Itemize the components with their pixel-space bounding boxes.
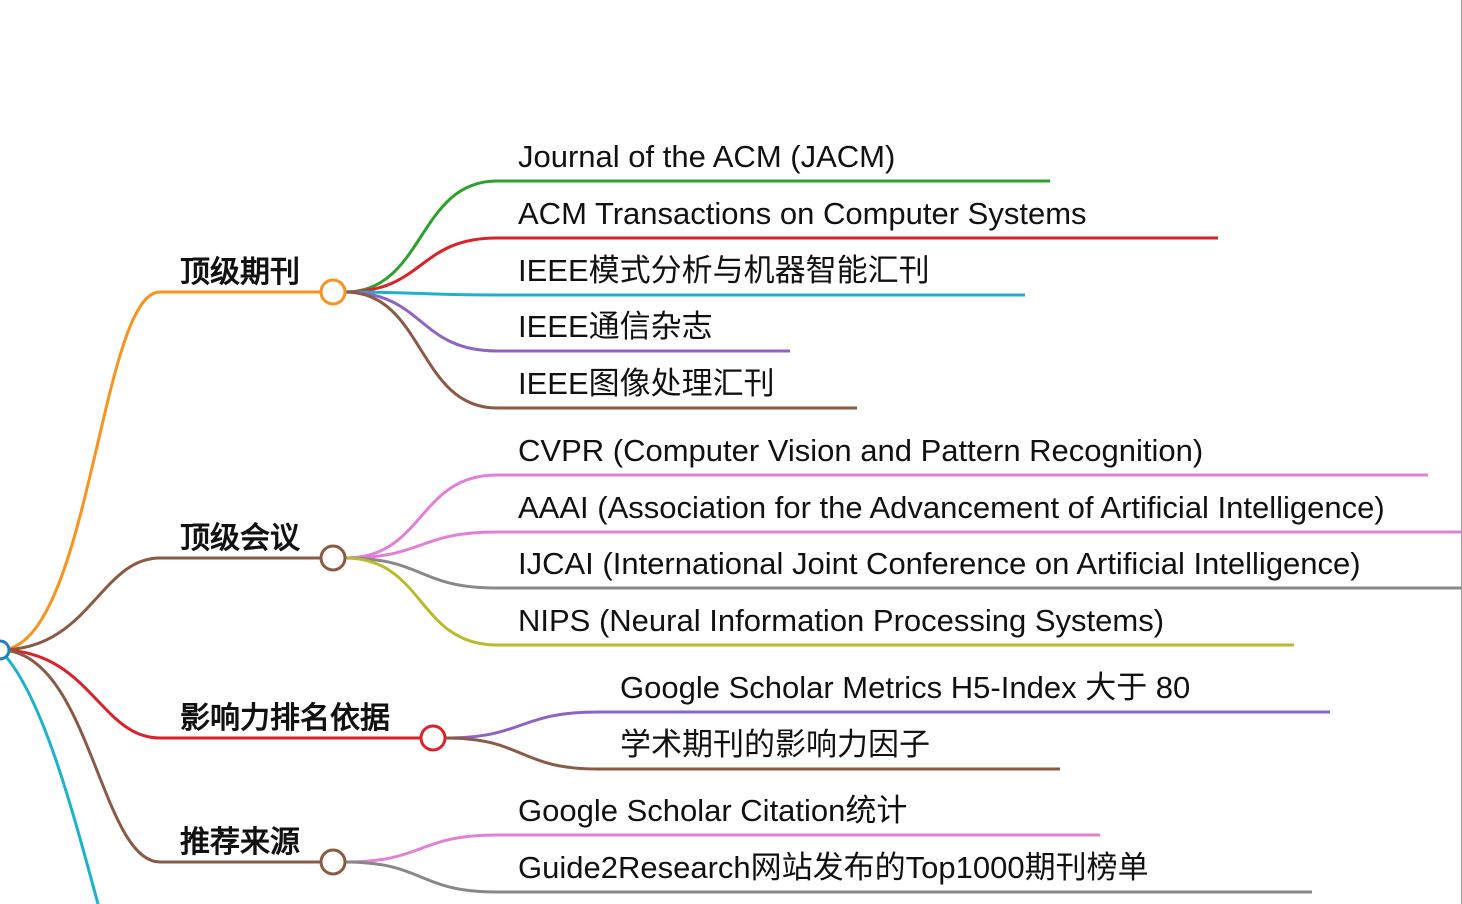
leaf-label[interactable]: NIPS (Neural Information Processing Syst… [518, 603, 1164, 638]
leaf-edge [344, 473, 1428, 560]
branch-label[interactable]: 影响力排名依据 [180, 701, 390, 736]
leaf-label[interactable]: Journal of the ACM (JACM) [518, 139, 895, 174]
leaf-edge [344, 556, 1462, 590]
branch-label[interactable]: 顶级会议 [180, 521, 301, 556]
branch-edge [0, 648, 321, 864]
root-node-circle[interactable] [0, 639, 11, 661]
leaf-label[interactable]: IEEE模式分析与机器智能汇刊 [518, 253, 930, 288]
leaf-edge [344, 290, 790, 353]
branch-label[interactable]: 顶级期刊 [180, 255, 300, 290]
leaf-label[interactable]: IJCAI (International Joint Conference on… [518, 546, 1361, 581]
leaf-edge [344, 860, 1312, 894]
leaf-edge [344, 556, 1294, 647]
leaf-label[interactable]: Google Scholar Metrics H5-Index 大于 80 [620, 670, 1190, 705]
leaf-edge [344, 290, 1025, 297]
leaf-label[interactable]: Guide2Research网站发布的Top1000期刊榜单 [518, 850, 1149, 885]
leaf-edge [344, 179, 1050, 294]
branch-edge [0, 648, 421, 740]
leaf-label[interactable]: IEEE通信杂志 [518, 309, 713, 344]
leaf-edge [444, 710, 1330, 740]
leaf-edge [344, 530, 1462, 560]
leaf-label[interactable]: IEEE图像处理汇刊 [518, 366, 775, 401]
leaf-label[interactable]: Google Scholar Citation统计 [518, 793, 907, 828]
leaf-label[interactable]: 学术期刊的影响力因子 [620, 727, 930, 762]
branch-label[interactable]: 推荐来源 [180, 825, 300, 860]
collapse-toggle-circle[interactable] [319, 278, 347, 306]
leaf-label[interactable]: ACM Transactions on Computer Systems [518, 196, 1087, 231]
mindmap-edges [0, 179, 1462, 904]
branch-edge [0, 290, 321, 652]
branch-edge [0, 556, 321, 652]
leaf-edge [344, 236, 1218, 294]
collapse-toggle-circle[interactable] [419, 724, 447, 752]
leaf-edge [444, 736, 1060, 771]
branch-edge-offscreen [0, 648, 100, 904]
leaf-edge [344, 833, 1100, 864]
leaf-label[interactable]: CVPR (Computer Vision and Pattern Recogn… [518, 433, 1203, 468]
leaf-label[interactable]: AAAI (Association for the Advancement of… [518, 490, 1385, 525]
mindmap-nodes: 顶级期刊 Journal of the ACM (JACM) ACM Transac… [0, 139, 1385, 885]
collapse-toggle-circle[interactable] [319, 544, 347, 572]
collapse-toggle-circle[interactable] [319, 848, 347, 876]
leaf-edge [344, 290, 857, 410]
